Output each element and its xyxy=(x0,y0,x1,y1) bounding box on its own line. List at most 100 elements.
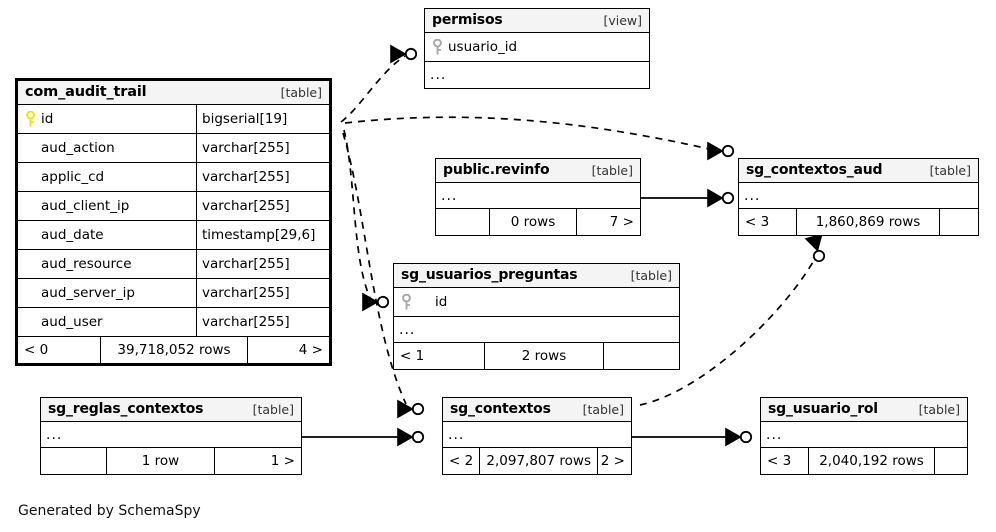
edge-marker-permisos xyxy=(390,45,418,63)
table-row: aud_client_ip varchar[255] xyxy=(18,192,329,221)
table-footer: 0 rows 7 > xyxy=(436,209,640,235)
footer-rowcount: 2 rows xyxy=(484,343,603,369)
footer-rowcount: 1,860,869 rows xyxy=(796,209,939,235)
table-title: sg_reglas_contextos xyxy=(48,401,204,417)
table-row: aud_server_ip varchar[255] xyxy=(18,279,329,308)
gray-key-icon xyxy=(433,38,442,54)
column-name: aud_client_ip xyxy=(41,198,130,214)
table-sg-contextos[interactable]: sg_contextos [table] ... < 2 2,097,807 r… xyxy=(442,397,632,475)
table-sg-usuario-rol[interactable]: sg_usuario_rol [table] ... < 3 2,040,192… xyxy=(760,397,968,475)
column-type: varchar[255] xyxy=(196,163,329,191)
footer-rowcount: 2,097,807 rows xyxy=(479,448,597,474)
edge-marker-sg-usuario-rol xyxy=(725,428,753,446)
edge-marker-sg-contextos-from-audit xyxy=(397,400,425,418)
column-name: aud_user xyxy=(41,314,103,330)
table-header-sg-contextos-aud: sg_contextos_aud [table] xyxy=(739,159,978,183)
footer-rowcount: 1 row xyxy=(106,448,214,474)
table-title: sg_usuarios_preguntas xyxy=(401,267,578,283)
edge-marker-sg-contextos-aud-bottom xyxy=(805,233,829,264)
column-name: id xyxy=(435,294,448,310)
table-ellipsis: ... xyxy=(394,317,679,343)
table-footer: 1 row 1 > xyxy=(41,448,301,474)
table-com-audit-trail[interactable]: com_audit_trail [table] id bigserial[19]… xyxy=(15,78,332,366)
column-type: varchar[255] xyxy=(196,250,329,278)
table-kind: [table] xyxy=(582,401,624,417)
table-title: sg_usuario_rol xyxy=(768,401,878,417)
column-name: applic_cd xyxy=(41,169,105,185)
table-footer: < 3 1,860,869 rows xyxy=(739,209,978,235)
edge-marker-sg-contextos-from-reglas xyxy=(397,428,425,446)
table-row: aud_date timestamp[29,6] xyxy=(18,221,329,250)
table-sg-reglas-contextos[interactable]: sg_reglas_contextos [table] ... 1 row 1 … xyxy=(40,397,302,475)
footer-rowcount: 0 rows xyxy=(489,209,576,235)
column-name-cell: aud_user xyxy=(18,314,196,330)
footer-next-link[interactable]: 1 > xyxy=(214,448,301,474)
table-footer: < 2 2,097,807 rows 2 > xyxy=(443,448,631,474)
table-ellipsis: ... xyxy=(761,422,967,448)
column-type: varchar[255] xyxy=(196,192,329,220)
table-kind: [table] xyxy=(918,401,960,417)
footer-rowcount: 39,718,052 rows xyxy=(100,337,247,363)
table-footer: < 1 2 rows xyxy=(394,343,679,369)
footer-prev-link[interactable]: < 3 xyxy=(767,453,792,469)
table-ellipsis: ... xyxy=(739,183,978,209)
table-kind: [table] xyxy=(591,162,633,178)
column-name-cell: id xyxy=(394,293,679,311)
edge-marker-sg-contextos-aud-audit xyxy=(707,142,735,160)
table-sg-contextos-aud[interactable]: sg_contextos_aud [table] ... < 3 1,860,8… xyxy=(738,158,979,236)
table-kind: [table] xyxy=(630,267,672,283)
table-header-sg-reglas-contextos: sg_reglas_contextos [table] xyxy=(41,398,301,422)
column-name: usuario_id xyxy=(448,39,518,55)
footer-prev-link[interactable] xyxy=(41,448,106,474)
table-row: aud_user varchar[255] xyxy=(18,308,329,337)
table-permisos[interactable]: permisos [view] usuario_id ... xyxy=(424,8,650,89)
edge-marker-sg-contextos-aud-revinfo xyxy=(707,189,735,207)
table-ellipsis: ... xyxy=(41,422,301,448)
footer-prev-link[interactable]: < 2 xyxy=(449,453,474,469)
table-title: sg_contextos xyxy=(450,401,551,417)
column-type: timestamp[29,6] xyxy=(196,221,329,249)
footer-prev-link[interactable]: < 3 xyxy=(745,214,770,230)
table-header-sg-contextos: sg_contextos [table] xyxy=(443,398,631,422)
table-row: id bigserial[19] xyxy=(18,105,329,134)
table-title: com_audit_trail xyxy=(25,84,147,100)
footer-next-link[interactable] xyxy=(603,343,679,369)
column-type: bigserial[19] xyxy=(196,105,329,133)
table-public-revinfo[interactable]: public.revinfo [table] ... 0 rows 7 > xyxy=(435,158,641,236)
footer-next-link[interactable] xyxy=(934,448,967,474)
footer-rowcount: 2,040,192 rows xyxy=(808,448,934,474)
column-name-cell: aud_server_ip xyxy=(18,285,196,301)
footer-next-link[interactable] xyxy=(939,209,978,235)
table-row: usuario_id xyxy=(425,33,649,62)
edge-marker-sg-usuarios-preguntas xyxy=(362,293,390,311)
column-name-cell: applic_cd xyxy=(18,169,196,185)
table-header-sg-usuario-rol: sg_usuario_rol [table] xyxy=(761,398,967,422)
table-title: permisos xyxy=(432,12,503,28)
column-name-cell: usuario_id xyxy=(425,38,649,56)
footer-next-link[interactable]: 2 > xyxy=(597,448,631,474)
table-header-sg-usuarios-preguntas: sg_usuarios_preguntas [table] xyxy=(394,264,679,288)
footer-prev-link[interactable] xyxy=(436,209,489,235)
table-kind: [table] xyxy=(252,401,294,417)
footer-prev-link[interactable]: < 1 xyxy=(400,348,425,364)
yellow-key-icon xyxy=(26,110,35,126)
table-ellipsis: ... xyxy=(430,67,447,83)
table-title: public.revinfo xyxy=(443,162,550,178)
footer-next-link[interactable]: 7 > xyxy=(576,209,640,235)
table-sg-usuarios-preguntas[interactable]: sg_usuarios_preguntas [table] id ... < 1… xyxy=(393,263,680,370)
column-name-cell: aud_action xyxy=(18,140,196,156)
column-name: aud_date xyxy=(41,227,104,243)
column-name: id xyxy=(41,111,54,127)
table-ellipsis: ... xyxy=(443,422,631,448)
table-ellipsis: ... xyxy=(436,183,640,209)
column-name-cell: aud_resource xyxy=(18,256,196,272)
table-footer: < 3 2,040,192 rows xyxy=(761,448,967,474)
column-name: aud_action xyxy=(41,140,115,156)
table-kind: [view] xyxy=(603,12,642,28)
table-header-com-audit-trail: com_audit_trail [table] xyxy=(18,81,329,105)
footer-prev-link[interactable]: < 0 xyxy=(24,342,49,358)
column-name-cell: id xyxy=(18,110,196,128)
table-kind: [table] xyxy=(280,84,322,100)
footer-next-link[interactable]: 4 > xyxy=(247,337,329,363)
